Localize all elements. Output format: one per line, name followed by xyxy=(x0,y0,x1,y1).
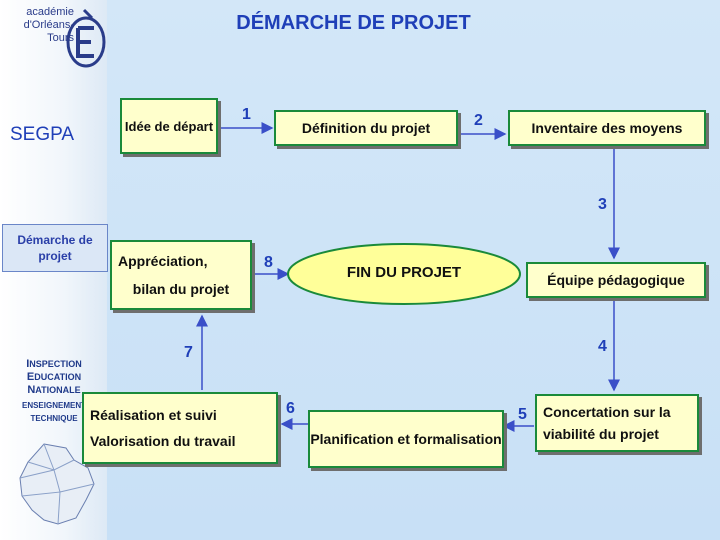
step-appreciation-line-2: bilan du projet xyxy=(132,281,230,297)
step-planification-label: Planification et formalisation xyxy=(310,431,502,447)
nav-item-label: Démarche de projet xyxy=(17,233,93,263)
nat-rest: ATIONALE xyxy=(35,385,81,395)
step-concertation-label: Concertation sur la viabilité du projet xyxy=(543,404,671,442)
page-title: DÉMARCHE DE PROJET xyxy=(236,12,471,34)
edu-rest: DUCATION xyxy=(34,372,82,382)
step-number-4: 4 xyxy=(598,338,607,355)
logo-line-1: académie xyxy=(26,6,74,18)
step-equipe-label: Équipe pédagogique xyxy=(547,272,685,288)
step-realisation-line-2: Valorisation du travail xyxy=(90,433,236,449)
step-number-3: 3 xyxy=(598,196,607,213)
step-definition-label: Définition du projet xyxy=(301,120,431,136)
step-idee-label: Idée de départ xyxy=(124,118,214,134)
step-inventaire-des-moyens: Inventaire des moyens xyxy=(508,110,706,146)
step-realisation-line-1: Réalisation et suivi xyxy=(90,407,217,423)
nav-item-demarche-de-projet[interactable]: Démarche de projet xyxy=(2,224,108,272)
step-appreciation: Appréciation, bilan du projet xyxy=(110,240,252,310)
step-realisation: Réalisation et suivi Valorisation du tra… xyxy=(82,392,278,464)
step-inventaire-label: Inventaire des moyens xyxy=(531,120,683,136)
step-equipe-pedagogique: Équipe pédagogique xyxy=(526,262,706,298)
step-definition-du-projet: Définition du projet xyxy=(274,110,458,146)
step-number-2: 2 xyxy=(474,112,483,129)
step-idee-de-depart: Idée de départ xyxy=(120,98,218,154)
step-number-6: 6 xyxy=(286,400,295,417)
fin-du-projet-ellipse xyxy=(287,243,521,305)
step-concertation: Concertation sur la viabilité du projet xyxy=(535,394,699,452)
step-number-1: 1 xyxy=(242,106,251,123)
inspection-label: INSPECTION EDUCATION NATIONALE ENSEIGNEM… xyxy=(14,358,94,425)
insp-initial: I xyxy=(26,358,30,370)
step-number-5: 5 xyxy=(518,406,527,423)
academie-logo-icon xyxy=(66,8,106,68)
technique-label: TECHNIQUE xyxy=(30,414,78,423)
step-appreciation-line-1: Appréciation, xyxy=(118,253,208,269)
step-number-7: 7 xyxy=(184,344,193,361)
insp-rest: NSPECTION xyxy=(29,359,82,369)
segpa-label: SEGPA xyxy=(10,124,75,145)
edu-initial: E xyxy=(26,371,35,383)
nat-initial: N xyxy=(27,384,36,396)
region-map-icon xyxy=(19,443,95,525)
enseignement-label: ENSEIGNEMENT xyxy=(21,401,86,410)
step-number-8: 8 xyxy=(264,254,273,271)
fin-du-projet-label: FIN DU PROJET xyxy=(346,264,462,281)
step-planification: Planification et formalisation xyxy=(308,410,504,468)
